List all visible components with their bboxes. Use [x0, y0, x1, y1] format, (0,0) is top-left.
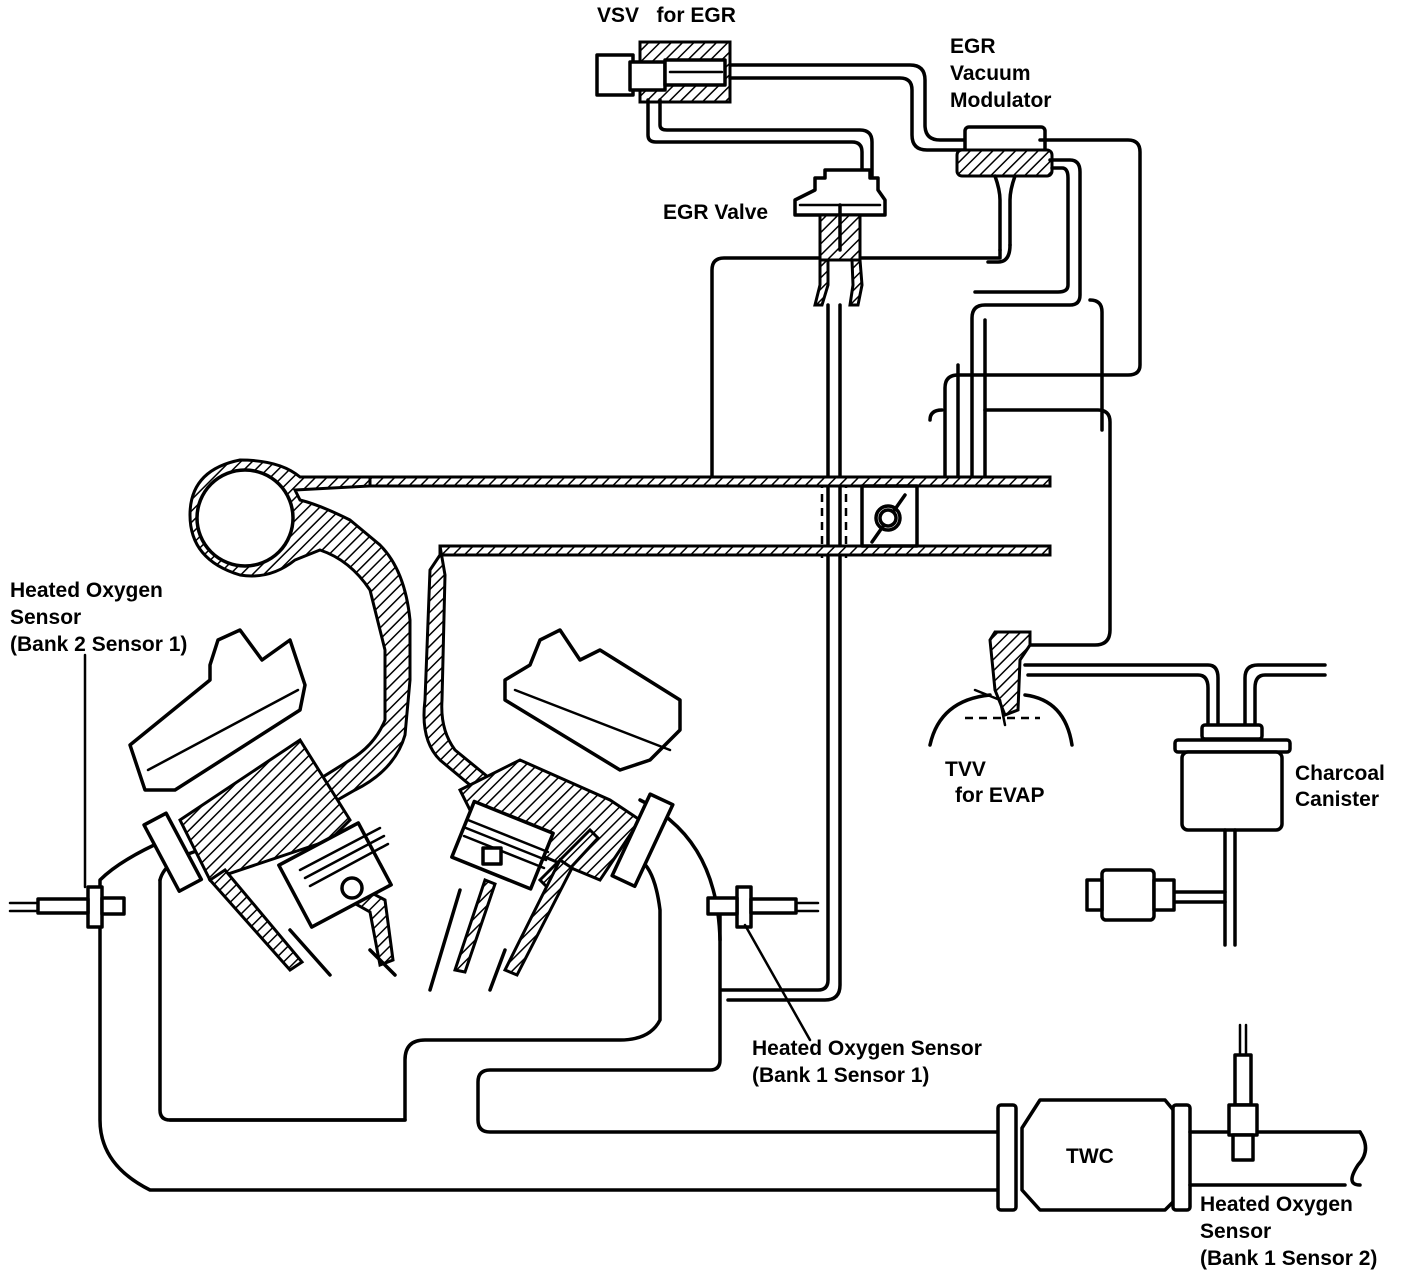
heated-oxygen-sensor-bank1-sensor1	[706, 885, 820, 1042]
label-charcoal-canister: Charcoal Canister	[1295, 762, 1391, 811]
label-egr-valve: EGR Valve	[663, 201, 768, 224]
vacuum-hose-vsv-to-egr-valve	[646, 98, 874, 182]
tvv-for-evap	[928, 298, 1112, 747]
three-way-catalyst	[996, 1098, 1368, 1212]
label-egr-vacuum-modulator: EGR Vacuum Modulator	[950, 35, 1051, 112]
heated-oxygen-sensor-bank2-sensor1	[8, 653, 126, 929]
vacuum-hose-modulator	[710, 138, 1142, 487]
vacuum-hose-vsv-to-modulator	[728, 63, 972, 152]
charcoal-canister	[1023, 663, 1327, 947]
egr-vacuum-modulator	[955, 125, 1054, 252]
label-twc: TWC	[1066, 1145, 1114, 1168]
throttle-valve	[870, 493, 907, 544]
left-cylinder-head	[128, 628, 395, 972]
label-tvv-for-evap: TVV for EVAP	[945, 758, 1044, 807]
vsv-for-egr	[595, 40, 732, 104]
label-ho2s-bank2-sensor1: Heated Oxygen Sensor (Bank 2 Sensor 1)	[10, 579, 187, 656]
heated-oxygen-sensor-bank1-sensor2	[1227, 1023, 1259, 1162]
left-piston	[277, 821, 397, 977]
vsv-for-evap	[1085, 868, 1176, 922]
label-ho2s-bank1-sensor1: Heated Oxygen Sensor (Bank 1 Sensor 1)	[752, 1037, 988, 1087]
right-cylinder-head	[453, 628, 682, 977]
label-vsv-for-egr: VSV for EGR	[597, 4, 736, 27]
label-ho2s-bank1-sensor2: Heated Oxygen Sensor (Bank 1 Sensor 2)	[1200, 1193, 1377, 1270]
egr-pipe	[720, 303, 848, 1002]
v-engine-block	[98, 628, 1000, 1192]
intake-manifold	[188, 458, 1052, 813]
right-piston	[428, 799, 555, 992]
egr-valve	[793, 168, 887, 307]
